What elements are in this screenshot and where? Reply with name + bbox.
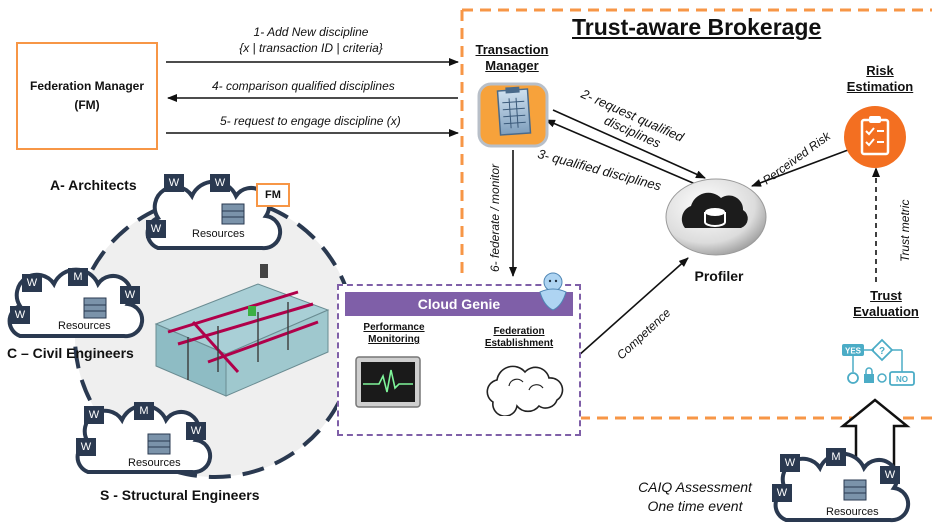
- monitor-heartbeat-icon: [355, 356, 421, 408]
- trust-evaluation-flowchart-icon[interactable]: YES ? NO: [838, 336, 920, 390]
- caiq-cloud: W M W W Resources: [768, 440, 916, 528]
- trust-metric-label: Trust metric: [898, 199, 912, 262]
- fm-name: Federation Manager: [29, 79, 145, 93]
- caiq-label: CAIQ Assessment One time event: [628, 478, 762, 516]
- perf-line1: Performance: [363, 322, 425, 333]
- caiq-line2: One time event: [647, 498, 743, 514]
- step4-label: 4- comparison qualified disciplines: [212, 79, 395, 93]
- trust-line2: Evaluation: [853, 304, 919, 319]
- worker-box: W: [880, 466, 900, 484]
- step5-label: 5- request to engage discipline (x): [220, 114, 401, 128]
- building-model-image: [154, 264, 330, 397]
- page-title: Trust-aware Brokerage: [572, 14, 822, 40]
- genie-icon: [539, 272, 567, 311]
- manager-box: M: [68, 268, 88, 286]
- fed-line2: Establishment: [484, 338, 554, 349]
- civil-cloud: W M W W Resources: [2, 262, 152, 344]
- tm-line1: Transaction: [475, 42, 549, 57]
- structural-cloud: W M W W Resources: [70, 396, 220, 480]
- worker-box: W: [84, 406, 104, 424]
- worker-box: W: [10, 306, 30, 324]
- worker-box: W: [772, 484, 792, 502]
- worker-box: W: [186, 422, 206, 440]
- civil-engineers-label: C – Civil Engineers: [7, 345, 134, 361]
- profiler-label: Profiler: [694, 268, 744, 284]
- cloud-genie-box[interactable]: Cloud Genie Performance Monitoring Feder…: [337, 284, 581, 436]
- federation-establishment-label: Federation Establishment: [469, 326, 569, 350]
- step1-label: 1- Add New discipline {x | transaction I…: [196, 24, 426, 56]
- arrow-step3: [545, 119, 701, 187]
- fm-tag: FM: [256, 183, 290, 207]
- structural-engineers-label: S - Structural Engineers: [100, 487, 260, 503]
- cloud-genie-title: Cloud Genie: [345, 292, 573, 316]
- perf-line2: Monitoring: [368, 334, 420, 345]
- worker-box: W: [76, 438, 96, 456]
- arrow-perceived-risk: [751, 149, 849, 187]
- tm-line2: Manager: [485, 58, 539, 73]
- caiq-up-arrow: [839, 398, 911, 472]
- risk-line2: Estimation: [846, 79, 914, 94]
- fed-line1: Federation: [493, 326, 545, 337]
- architects-label: A- Architects: [50, 177, 137, 193]
- transaction-manager-label: Transaction Manager: [462, 42, 562, 74]
- arrow-competence: [577, 257, 689, 357]
- manager-box: M: [826, 448, 846, 466]
- fm-abbrev: (FM): [74, 98, 100, 112]
- step1-line1: 1- Add New discipline: [253, 25, 369, 39]
- risk-estimation-icon[interactable]: [842, 104, 908, 170]
- federation-manager-box[interactable]: Federation Manager (FM): [16, 42, 158, 150]
- resources-label: Resources: [826, 506, 879, 518]
- transaction-manager-icon[interactable]: [477, 82, 549, 148]
- caiq-line1: CAIQ Assessment: [638, 479, 752, 495]
- manager-box: M: [134, 402, 154, 420]
- profiler-icon[interactable]: [663, 176, 769, 258]
- flow-q: ?: [879, 346, 885, 357]
- worker-box: W: [210, 174, 230, 192]
- step6-label: 6- federate / monitor: [488, 163, 502, 272]
- worker-box: W: [120, 286, 140, 304]
- risk-line1: Risk: [866, 63, 894, 78]
- worker-box: W: [780, 454, 800, 472]
- server-icon: [221, 203, 245, 225]
- resources-label: Resources: [128, 457, 181, 469]
- resources-label: Resources: [192, 228, 245, 240]
- server-icon: [843, 479, 867, 501]
- flow-yes: YES: [845, 347, 862, 356]
- trust-evaluation-label: Trust Evaluation: [846, 288, 926, 320]
- architects-cloud: W W W Resources: [140, 170, 290, 258]
- worker-box: W: [22, 274, 42, 292]
- server-icon: [147, 433, 171, 455]
- performance-monitoring-label: Performance Monitoring: [349, 322, 439, 346]
- server-icon: [83, 297, 107, 319]
- trust-line1: Trust: [870, 288, 902, 303]
- flow-no: NO: [896, 375, 908, 384]
- resources-label: Resources: [58, 320, 111, 332]
- arrow-step2: [552, 109, 706, 179]
- worker-box: W: [164, 174, 184, 192]
- risk-estimation-label: Risk Estimation: [840, 63, 920, 95]
- worker-box: W: [146, 220, 166, 238]
- federation-cloud-icon: [486, 365, 564, 416]
- step1-line2: {x | transaction ID | criteria}: [239, 41, 383, 55]
